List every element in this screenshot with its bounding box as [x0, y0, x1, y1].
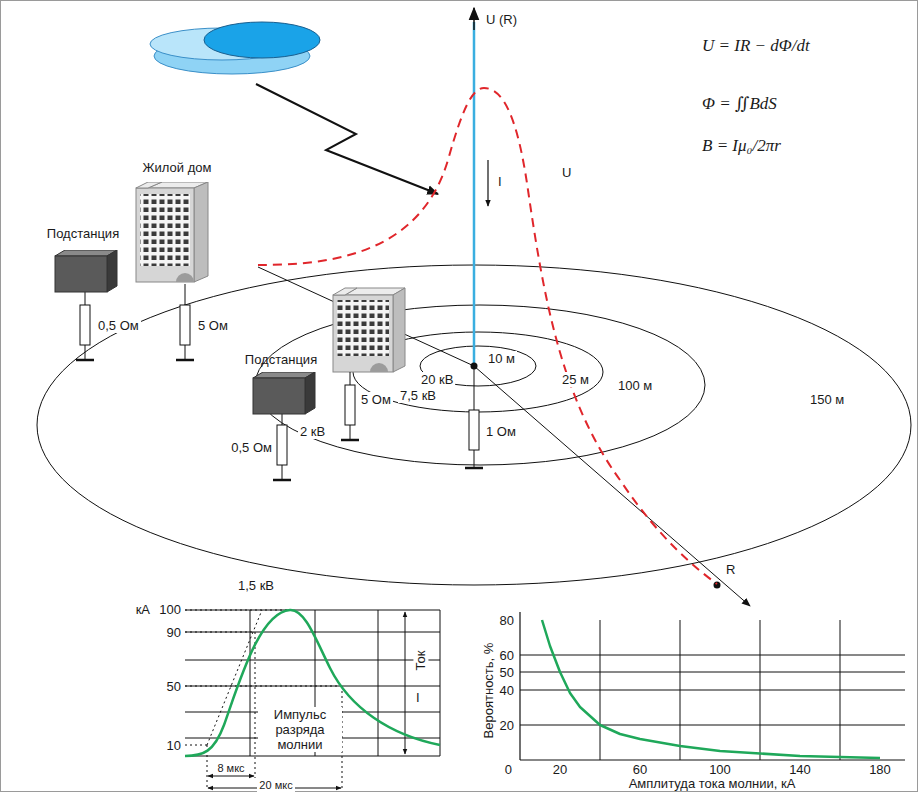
- tick-label: 140: [787, 762, 813, 777]
- axis-label: Амплитуда тока молнии, кА: [627, 776, 798, 791]
- axis-label: Ток: [414, 648, 429, 672]
- equipment-node: Жилой дом: [118, 160, 236, 284]
- substation-icon: [220, 372, 330, 418]
- distance-label: 25 м: [560, 372, 591, 387]
- formula: Φ = ∬BdS: [700, 94, 779, 114]
- tick-label: 60: [498, 648, 516, 663]
- tick-label: 40: [498, 683, 516, 698]
- voltage-value: 1,5 кВ: [236, 578, 276, 593]
- tick-label: 90: [165, 625, 183, 640]
- tick-label: 180: [867, 762, 893, 777]
- voltage-value: 20 кВ: [419, 372, 455, 387]
- tick-label: 10: [165, 738, 183, 753]
- resistance-value: 1 Ом: [484, 424, 518, 439]
- current-label: I: [414, 690, 422, 705]
- axis-label: Вероятность, %: [482, 640, 497, 740]
- time-label: 20 мкс: [257, 779, 294, 792]
- distance-label: 10 м: [486, 351, 517, 366]
- node-label: Жилой дом: [118, 160, 236, 176]
- time-label: 8 мкс: [215, 762, 246, 775]
- current-label: I: [496, 174, 504, 189]
- voltage-value: 7,5 кВ: [398, 388, 438, 403]
- tick-label: 0: [503, 762, 514, 777]
- resistance-value: 5 Ом: [359, 392, 393, 407]
- tick-label: 100: [707, 762, 733, 777]
- resistance-value: 5 Ом: [196, 318, 230, 333]
- substation-icon: [22, 250, 132, 296]
- tick-label: 60: [631, 762, 649, 777]
- resistance-value: 0,5 Ом: [229, 440, 274, 455]
- formula: B = Iμ₀/2πr: [700, 136, 783, 156]
- node-label: Подстанция: [220, 352, 342, 368]
- tick-label: 20: [498, 718, 516, 733]
- equipment-node: Подстанция: [22, 226, 144, 294]
- radius-label: R: [724, 562, 737, 577]
- pulse-caption: Импульс разряда молнии: [258, 707, 342, 752]
- distance-label: 150 м: [808, 392, 846, 407]
- axis-unit: кА: [134, 602, 152, 617]
- resistance-value: 0,5 Ом: [96, 318, 141, 333]
- voltage-label: U: [560, 165, 573, 180]
- tick-label: 20: [551, 762, 569, 777]
- voltage-value: 2 кВ: [298, 424, 327, 439]
- tick-label: 80: [498, 613, 516, 628]
- axis-label: U (R): [484, 12, 519, 27]
- node-label: Подстанция: [22, 226, 144, 242]
- house-icon: [118, 182, 228, 286]
- tick-label: 100: [157, 602, 183, 617]
- formula: U = IR − dΦ/dt: [700, 36, 812, 56]
- equipment-node: Подстанция: [220, 352, 342, 416]
- tick-label: 50: [165, 679, 183, 694]
- tick-label: 50: [498, 665, 516, 680]
- distance-label: 100 м: [616, 378, 654, 393]
